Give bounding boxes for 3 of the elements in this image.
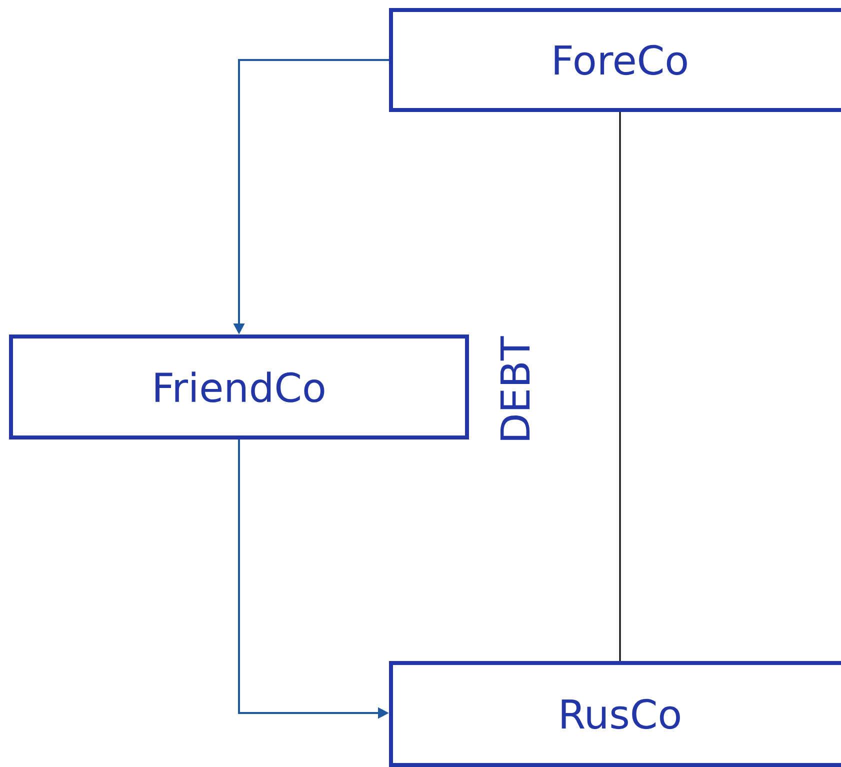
entity-box: ForeCo <box>389 8 841 112</box>
entity-box: RusCo <box>389 661 841 767</box>
entity-box: FriendCo <box>9 334 469 440</box>
